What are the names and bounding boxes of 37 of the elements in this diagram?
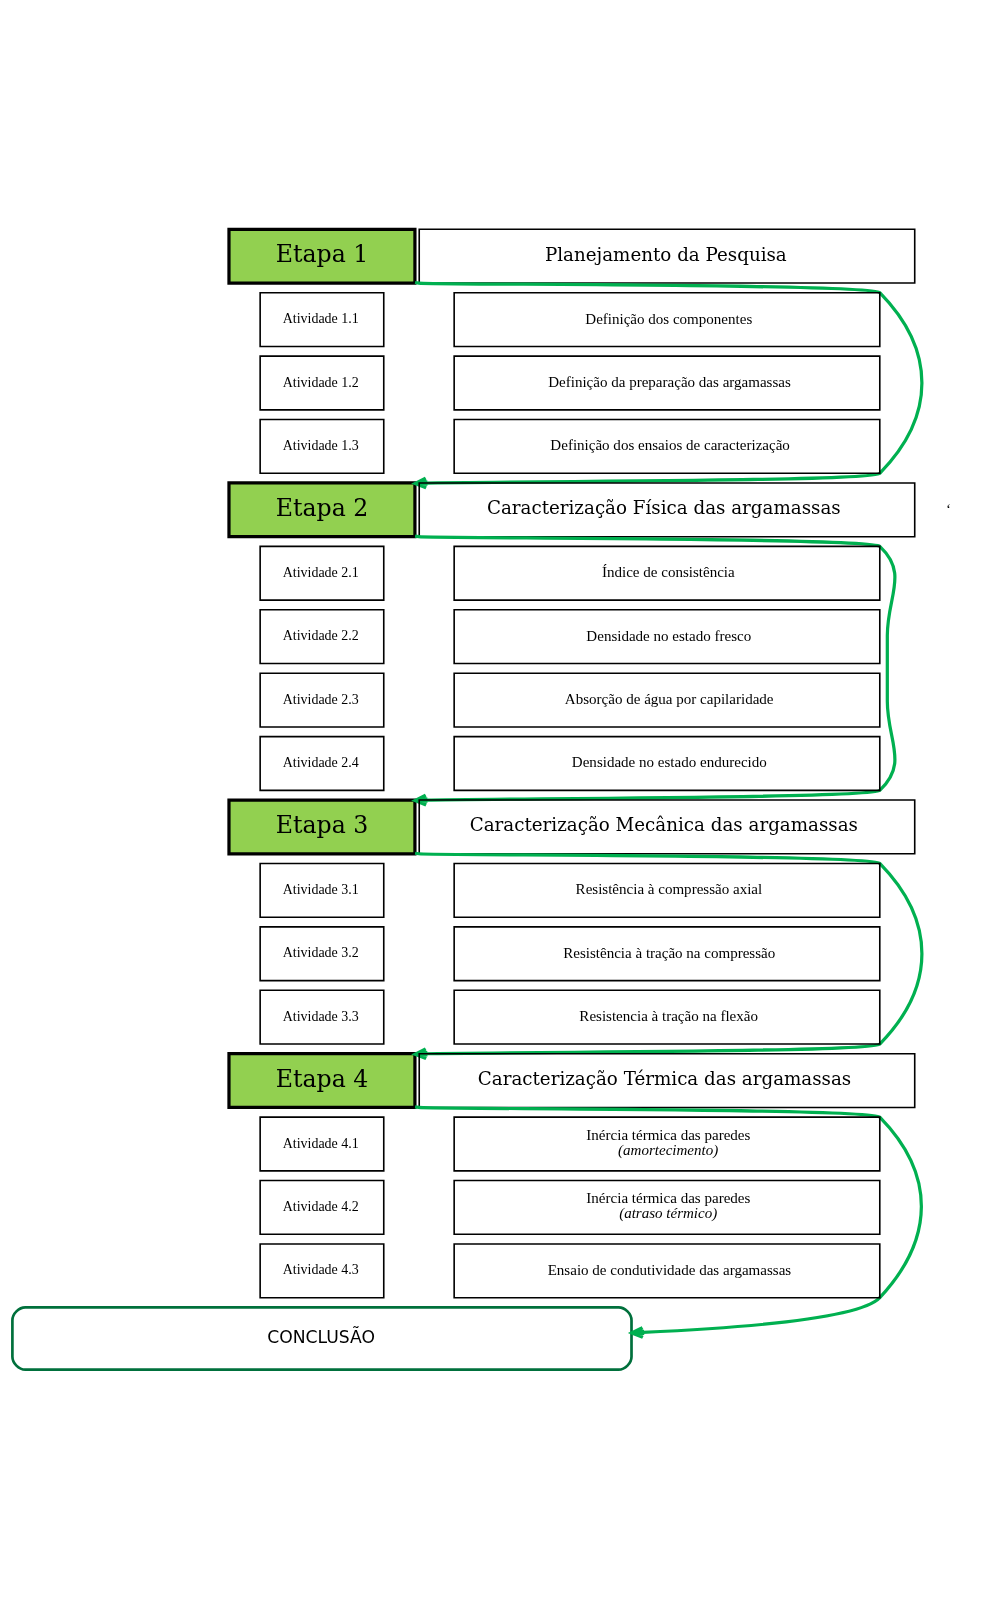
node-box: CONCLUSÃO — [11, 1305, 633, 1371]
node-box: Atividade 3.2 — [259, 925, 385, 981]
node-box: Atividade 3.3 — [259, 988, 385, 1045]
node-box: Etapa 1 — [227, 227, 417, 285]
node-box: Densidade no estado endurecido — [453, 735, 881, 791]
node-box: Resistência à tração na compressão — [453, 925, 881, 981]
label: ‘ — [946, 500, 952, 517]
node-box: Atividade 3.1 — [259, 862, 385, 918]
node-box: Ensaio de condutividade das argamassas — [453, 1242, 881, 1298]
node-box: Atividade 4.3 — [259, 1242, 385, 1298]
node-box: Planejamento da Pesquisa — [418, 228, 916, 284]
node-box: Atividade 1.1 — [259, 291, 385, 347]
node-box: Definição dos ensaios de caracterização — [453, 418, 881, 474]
node-box: Atividade 2.3 — [259, 671, 385, 728]
node-box: Definição da preparação das argamassas — [453, 354, 881, 411]
node-box: Etapa 3 — [227, 797, 417, 855]
node-box: Atividade 4.1 — [259, 1115, 385, 1172]
node-box: Caracterização Física das argamassas — [418, 481, 916, 537]
node-box: Densidade no estado fresco — [453, 608, 881, 664]
node-box: Atividade 1.3 — [259, 418, 385, 474]
node-box: Absorção de água por capilaridade — [453, 671, 881, 728]
node-box: Índice de consistência — [453, 545, 881, 601]
node-box: Resistência à compressão axial — [453, 862, 881, 918]
node-box: Etapa 2 — [227, 480, 417, 538]
node-box: Atividade 2.2 — [259, 608, 385, 664]
arrow — [414, 1104, 923, 1339]
node-box: Atividade 4.2 — [259, 1179, 385, 1235]
node-box: Caracterização Mecânica das argamassas — [418, 798, 916, 855]
node-box: Inércia térmica das paredes (amortecimento) — [453, 1115, 881, 1172]
node-box: Etapa 4 — [227, 1051, 417, 1109]
node-box: Resistencia à tração na flexão — [453, 988, 881, 1045]
node-box: Inércia térmica das paredes (atraso térmico) — [453, 1179, 881, 1235]
node-box: Caracterização Térmica das argamassas — [418, 1052, 916, 1108]
node-box: Definição dos componentes — [453, 291, 881, 347]
node-box: Atividade 1.2 — [259, 354, 385, 411]
node-box: Atividade 2.4 — [259, 735, 385, 791]
node-box: Atividade 2.1 — [259, 545, 385, 601]
